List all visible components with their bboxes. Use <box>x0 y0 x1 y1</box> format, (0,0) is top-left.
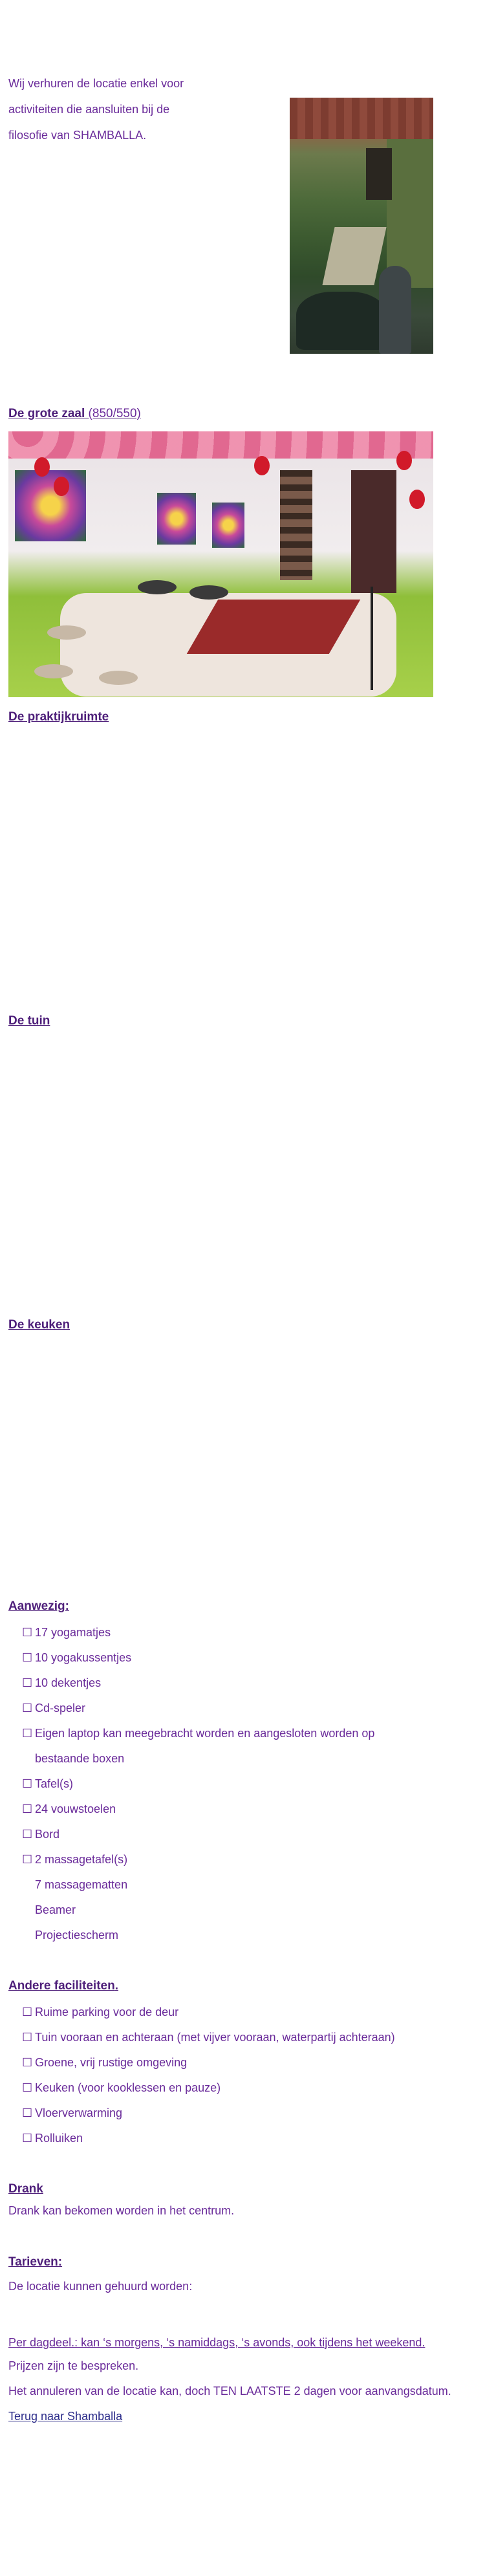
list-item: ☐Groene, vrij rustige omgeving <box>22 2050 395 2075</box>
heading-faciliteiten-title: Andere faciliteiten <box>8 1979 115 1993</box>
tarieven-prijzen: Prijzen zijn te bespreken. <box>8 2359 139 2372</box>
list-item-text: 17 yogamatjes <box>35 1626 111 1639</box>
tarieven-per-dagdeel: Per dagdeel.: kan ‘s morgens, ‘s namidda… <box>8 2336 426 2349</box>
list-item: ☐Rolluiken <box>22 2126 395 2151</box>
list-item-text: 10 dekentjes <box>35 1676 102 1689</box>
list-item-text: 10 yogakussentjes <box>35 1651 132 1664</box>
list-item-text: Cd-speler <box>35 1702 86 1715</box>
list-item-extra: Beamer <box>35 1903 76 1916</box>
list-item-text: Eigen laptop kan meegebracht worden en a… <box>35 1727 375 1740</box>
list-item: ☐Cd-speler <box>22 1696 374 1721</box>
checkbox-icon: ☐ <box>22 2006 33 2019</box>
list-item: ☐10 yogakussentjes <box>22 1645 374 1671</box>
list-item-text: 24 vouwstoelen <box>35 1802 116 1815</box>
intro-text: Wij verhuren de locatie enkel voor activ… <box>8 70 184 148</box>
checkbox-icon: ☐ <box>22 2056 33 2069</box>
list-item: ☐Vloerverwarming <box>22 2101 395 2126</box>
back-to-shamballa-link[interactable]: Terug naar Shamballa <box>8 2410 123 2423</box>
list-item: ☐Tafel(s) <box>22 1771 374 1797</box>
faciliteiten-list: ☐Ruime parking voor de deur ☐Tuin vooraa… <box>22 2000 395 2151</box>
checkbox-icon: ☐ <box>22 1651 33 1664</box>
list-item-extra: 7 massagematten <box>35 1878 128 1891</box>
drank-text: Drank kan bekomen worden in het centrum. <box>8 2204 235 2217</box>
list-item-text: Bord <box>35 1828 60 1841</box>
list-item: ☐Tuin vooraan en achteraan (met vijver v… <box>22 2025 395 2050</box>
intro-line: Wij verhuren de locatie enkel voor <box>8 77 184 90</box>
intro-line: filosofie van SHAMBALLA. <box>8 129 147 142</box>
list-item-continuation: bestaande boxen <box>35 1752 125 1765</box>
checkbox-icon: ☐ <box>22 2031 33 2044</box>
heading-praktijkruimte: De praktijkruimte <box>8 710 109 724</box>
list-item-extra: Projectiescherm <box>35 1929 119 1942</box>
tarieven-intro: De locatie kunnen gehuurd worden: <box>8 2280 193 2293</box>
list-item-text: Tafel(s) <box>35 1777 74 1790</box>
list-item: ☐2 massagetafel(s) <box>22 1847 374 1872</box>
list-item: ☐Keuken (voor kooklessen en pauze) <box>22 2075 395 2101</box>
hall-dimensions: (850/550) <box>88 407 141 420</box>
list-item-text: Rolluiken <box>35 2132 83 2145</box>
heading-tuin: De tuin <box>8 1014 50 1028</box>
checkbox-icon: ☐ <box>22 1702 33 1715</box>
list-item: ☐Ruime parking voor de deur <box>22 2000 395 2025</box>
list-item-text: Vloerverwarming <box>35 2106 123 2119</box>
tarieven-annuleren: Het annuleren van de locatie kan, doch T… <box>8 2385 451 2397</box>
checkbox-icon: ☐ <box>22 1802 33 1815</box>
garden-path-photo <box>290 98 433 354</box>
heading-faciliteiten-suffix: . <box>114 1979 118 1993</box>
list-item-text: Ruime parking voor de deur <box>35 2006 179 2019</box>
list-item-text: Keuken (voor kooklessen en pauze) <box>35 2081 221 2094</box>
list-item-text: Tuin vooraan en achteraan (met vijver vo… <box>35 2031 395 2044</box>
heading-grote-zaal: De grote zaal (850/550) <box>8 407 141 421</box>
list-item-text: 2 massagetafel(s) <box>35 1853 128 1866</box>
aanwezig-list: ☐17 yogamatjes ☐10 yogakussentjes ☐10 de… <box>22 1620 374 1948</box>
checkbox-icon: ☐ <box>22 1777 33 1790</box>
checkbox-icon: ☐ <box>22 2132 33 2145</box>
checkbox-icon: ☐ <box>22 2106 33 2119</box>
checkbox-icon: ☐ <box>22 1727 33 1740</box>
big-hall-photo <box>8 431 433 697</box>
list-item: ☐10 dekentjes <box>22 1671 374 1696</box>
list-item: ☐24 vouwstoelen <box>22 1797 374 1822</box>
heading-grote-zaal-title: De grote zaal <box>8 407 85 420</box>
checkbox-icon: ☐ <box>22 2081 33 2094</box>
checkbox-icon: ☐ <box>22 1676 33 1689</box>
heading-faciliteiten: Andere faciliteiten. <box>8 1979 118 1993</box>
checkbox-icon: ☐ <box>22 1853 33 1866</box>
checkbox-icon: ☐ <box>22 1828 33 1841</box>
list-item-text: Groene, vrij rustige omgeving <box>35 2056 188 2069</box>
heading-aanwezig: Aanwezig: <box>8 1599 69 1613</box>
list-item: ☐Eigen laptop kan meegebracht worden en … <box>22 1721 374 1746</box>
list-item: ☐Bord <box>22 1822 374 1847</box>
heading-keuken: De keuken <box>8 1318 70 1332</box>
intro-line: activiteiten die aansluiten bij de <box>8 103 170 116</box>
heading-tarieven: Tarieven: <box>8 2255 63 2269</box>
list-item: ☐17 yogamatjes <box>22 1620 374 1645</box>
checkbox-icon: ☐ <box>22 1626 33 1639</box>
heading-drank: Drank <box>8 2182 43 2196</box>
